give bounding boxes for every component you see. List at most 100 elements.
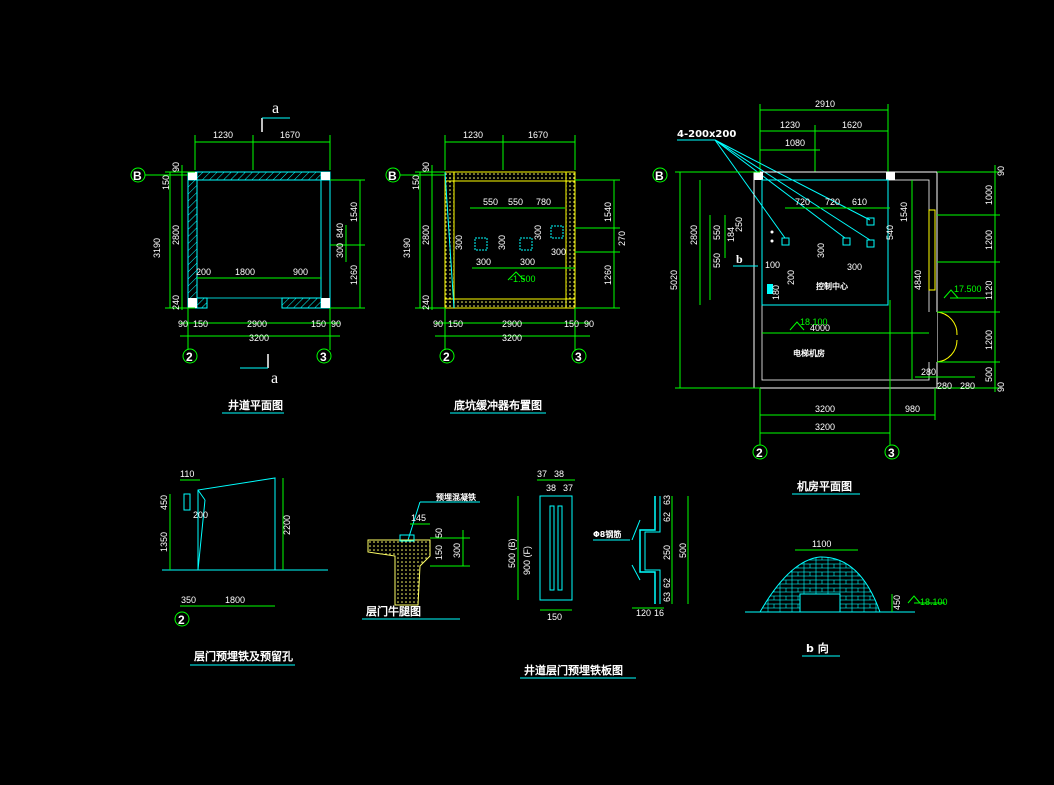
dim-2900: 2900 [247, 319, 267, 329]
dim-1260: 1260 [349, 265, 359, 285]
dim-1120: 1120 [984, 281, 994, 300]
axis-2: 2 [756, 446, 763, 460]
dim-240: 240 [171, 295, 181, 310]
dim-90: 90 [178, 319, 188, 329]
dim-200: 200 [196, 267, 211, 277]
dim-2800: 2800 [421, 225, 431, 245]
dim-90: 90 [331, 319, 341, 329]
dim-1200: 1200 [984, 230, 994, 250]
dim-200: 200 [193, 510, 208, 520]
dim-500-b: 500 (B) [507, 538, 517, 568]
dim-16: 16 [654, 608, 664, 618]
dim-2900: 2900 [502, 319, 522, 329]
dim-1230: 1230 [463, 130, 483, 140]
dim-3190: 3190 [402, 238, 412, 258]
dim-1260: 1260 [603, 265, 613, 285]
elevation-b-view: 18.100 [920, 597, 948, 607]
dim-150: 150 [311, 319, 326, 329]
dim-780: 780 [536, 197, 551, 207]
axis-b-3: B [655, 169, 664, 183]
dim-3200: 3200 [815, 422, 835, 432]
title-sill: 层门牛腿图 [365, 604, 421, 618]
dim-1080: 1080 [785, 138, 805, 148]
dim-250: 250 [662, 545, 672, 560]
dim-840: 840 [335, 223, 345, 238]
dim-1350: 1350 [159, 532, 169, 552]
dim-150: 150 [547, 612, 562, 622]
title-shaft-plan: 井道平面图 [228, 398, 283, 412]
dim-150: 150 [411, 175, 421, 190]
dim-550: 550 [712, 253, 722, 268]
dim-1800: 1800 [225, 595, 245, 605]
dim-150: 150 [564, 319, 579, 329]
title-machine-room-plan: 机房平面图 [797, 479, 852, 493]
dim-150: 150 [161, 175, 171, 190]
dim-2800: 2800 [689, 225, 699, 245]
dim-500: 500 [984, 367, 994, 382]
dim-300: 300 [816, 243, 826, 258]
dim-150: 150 [448, 319, 463, 329]
dim-180: 180 [771, 285, 781, 300]
dim-300: 300 [452, 543, 462, 558]
title-b-view: b 向 [806, 641, 829, 655]
dim-150: 150 [193, 319, 208, 329]
dim-1230: 1230 [780, 120, 800, 130]
dim-50: 50 [434, 528, 444, 538]
dim-2800: 2800 [171, 225, 181, 245]
dim-900-f: 900 (F) [522, 546, 532, 575]
detail-door-hole: 110 450 1350 200 2200 350 1800 2 层门预埋铁及预… [159, 469, 328, 666]
axis-3: 3 [888, 446, 895, 460]
detail-b-view: 1100 450 18.100 b 向 [745, 539, 948, 657]
dim-90: 90 [171, 162, 181, 172]
dim-610: 610 [852, 197, 867, 207]
axis-3: 3 [575, 350, 582, 364]
dim-3200: 3200 [815, 404, 835, 414]
dim-900: 900 [293, 267, 308, 277]
title-pit-plan: 底坑缓冲器布置图 [454, 398, 542, 412]
plan-pit: 1230 1670 550 550 780 300 300 300 300 30… [385, 130, 627, 414]
axis-2: 2 [186, 350, 193, 364]
dim-250: 250 [734, 217, 744, 232]
dim-1620: 1620 [842, 120, 862, 130]
control-center-label: 控制中心 [816, 281, 848, 291]
dim-2200: 2200 [282, 515, 292, 535]
dim-1540: 1540 [899, 202, 909, 222]
dim-300: 300 [551, 247, 566, 257]
section-mark-a-bottom: a [271, 370, 278, 387]
dim-90: 90 [584, 319, 594, 329]
dim-5020: 5020 [669, 270, 679, 290]
dim-37: 37 [563, 483, 573, 493]
dim-500: 500 [678, 543, 688, 558]
dim-550: 550 [712, 225, 722, 240]
elevation-17500: 17.500 [954, 284, 982, 294]
dim-90: 90 [996, 382, 1006, 392]
dim-63: 63 [662, 495, 672, 505]
dim-280: 280 [937, 381, 952, 391]
section-mark-a-top: a [272, 100, 279, 117]
axis-b-2: B [388, 169, 397, 183]
dim-38: 38 [546, 483, 556, 493]
dim-1000: 1000 [984, 185, 994, 205]
machine-room-label: 电梯机房 [793, 348, 825, 358]
elevation-pit: -1.500 [510, 274, 536, 284]
dim-62: 62 [662, 578, 672, 588]
dim-450: 450 [892, 595, 902, 610]
dim-200: 200 [786, 270, 796, 285]
dim-1230: 1230 [213, 130, 233, 140]
dim-63: 63 [662, 592, 672, 602]
dim-720: 720 [795, 197, 810, 207]
dim-550: 550 [508, 197, 523, 207]
dim-1100: 1100 [812, 539, 831, 549]
dim-2910: 2910 [815, 99, 835, 109]
dim-1540: 1540 [603, 202, 613, 222]
dim-350: 350 [181, 595, 196, 605]
dim-120: 120 [636, 608, 651, 618]
detail-plate: 37 38 38 37 500 (B) 900 (F) 150 Φ8钢筋 63 … [507, 469, 689, 679]
dim-90: 90 [421, 162, 431, 172]
dim-100: 100 [765, 260, 780, 270]
dim-300: 300 [847, 262, 862, 272]
dim-90: 90 [433, 319, 443, 329]
dim-300: 300 [476, 257, 491, 267]
dim-3200: 3200 [249, 333, 269, 343]
